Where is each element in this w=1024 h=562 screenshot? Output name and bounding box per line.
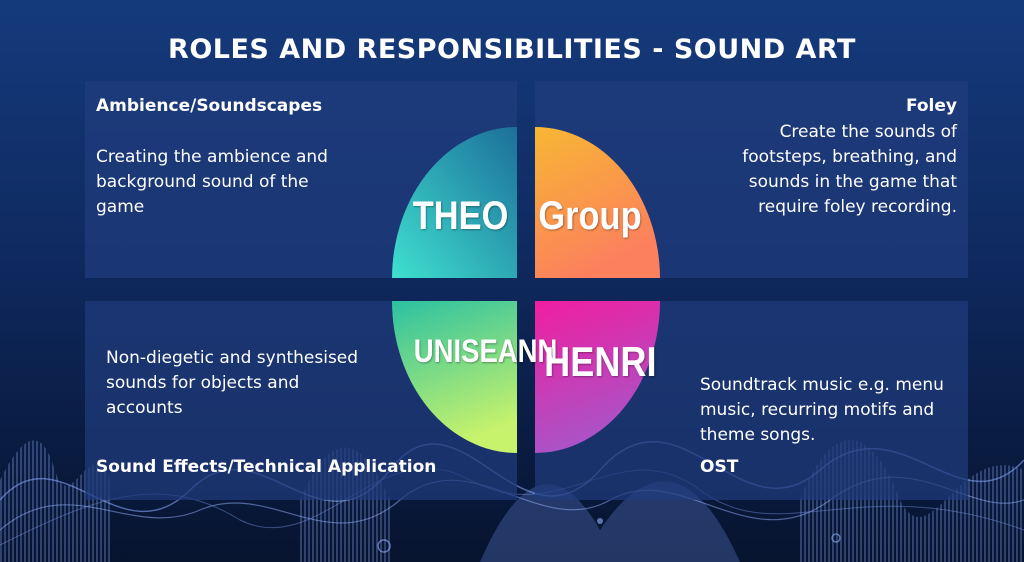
petal-label-henri: HENRI [544,338,657,385]
heading-foley: Foley [905,96,957,116]
text-ost: Soundtrack music e.g. menu music, recurr… [700,375,944,445]
heading-sound-effects: Sound Effects/Technical Application [96,457,437,477]
petal-label-theo: THEO [412,194,509,238]
wave-stripes-left [0,440,110,562]
wave-dot [377,539,391,553]
petal-label-uniseann: UNISEANN [413,333,558,369]
petal-bottom-left [392,301,517,453]
role-petals [392,127,660,453]
petal-bottom-right [535,301,660,453]
page-title: ROLES AND RESPONSIBILITIES - SOUND ART [168,34,856,65]
wave-fill-center [480,481,740,562]
text-ambience: Creating the ambience and background sou… [96,147,328,217]
text-sound-effects: Non-diegetic and synthesised sounds for … [106,348,359,418]
petal-top-left [392,127,517,278]
petal-top-right [535,127,660,278]
text-foley: Create the sounds of footsteps, breathin… [742,122,957,217]
heading-ost: OST [700,457,739,477]
wave-dot [597,518,603,524]
wave-dot [831,533,841,543]
heading-ambience: Ambience/Soundscapes [96,96,323,116]
petal-label-group: Group [538,194,642,238]
